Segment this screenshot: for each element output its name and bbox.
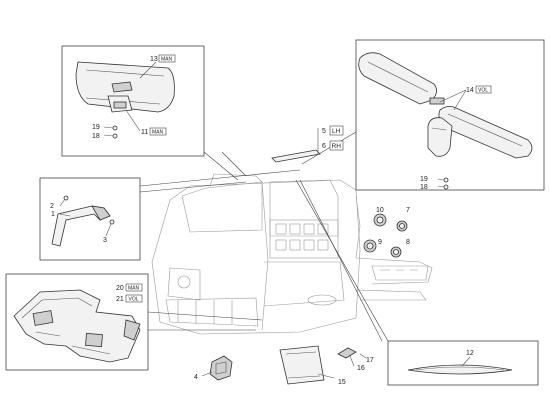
tag-vol-21: [125, 294, 143, 303]
tag-vol-14-text: VOL: [478, 88, 488, 94]
label-1: 1: [51, 211, 55, 218]
label-16: 16: [357, 365, 365, 372]
label-14: 14: [466, 87, 474, 94]
tag-vol-21-text: VOL: [129, 297, 139, 303]
label-18-left: 18: [92, 133, 100, 140]
label-8: 8: [406, 239, 410, 246]
tag-man-20: [125, 283, 143, 292]
tag-vol-14: [475, 85, 492, 94]
trim-strip-box: [387, 340, 539, 386]
label-19-left: 19: [92, 124, 100, 131]
lamp-15: [279, 345, 367, 385]
label-12: 12: [466, 350, 474, 357]
label-19-right: 19: [420, 176, 428, 183]
tag-man-20-text: MAN: [128, 286, 140, 292]
vehicle-body: [151, 173, 433, 335]
tag-rh: [329, 140, 344, 151]
interior-light-5-6: [271, 128, 321, 163]
tag-man-11-text: MAN: [152, 130, 164, 136]
label-21: 21: [116, 296, 124, 303]
tag-rh-text: RH: [332, 143, 342, 150]
tag-man-13: [158, 54, 176, 63]
label-9: 9: [378, 239, 382, 246]
tag-man-13-text: MAN: [161, 57, 173, 63]
tag-man-11: [149, 127, 167, 136]
tag-lh: [329, 125, 344, 136]
sun-visor-man-box: [61, 45, 205, 157]
sun-visor-vol-box: [355, 39, 545, 191]
label-6: 6: [322, 143, 326, 150]
label-17: 17: [366, 357, 374, 364]
label-10: 10: [376, 207, 384, 214]
floor-mat-box: [5, 273, 149, 371]
label-7: 7: [406, 207, 410, 214]
label-5: 5: [322, 128, 326, 135]
leader-lines: [139, 131, 389, 342]
knob-4: [201, 355, 233, 381]
tag-lh-text: LH: [332, 128, 341, 135]
label-15: 15: [338, 379, 346, 386]
label-3: 3: [103, 237, 107, 244]
label-4: 4: [194, 374, 198, 381]
label-11: 11: [141, 129, 148, 136]
grommets: [363, 213, 408, 258]
label-18-right: 18: [420, 184, 428, 191]
label-20: 20: [116, 285, 124, 292]
label-2: 2: [50, 203, 54, 210]
grab-handle-box: [39, 177, 141, 261]
label-13: 13: [150, 56, 158, 63]
